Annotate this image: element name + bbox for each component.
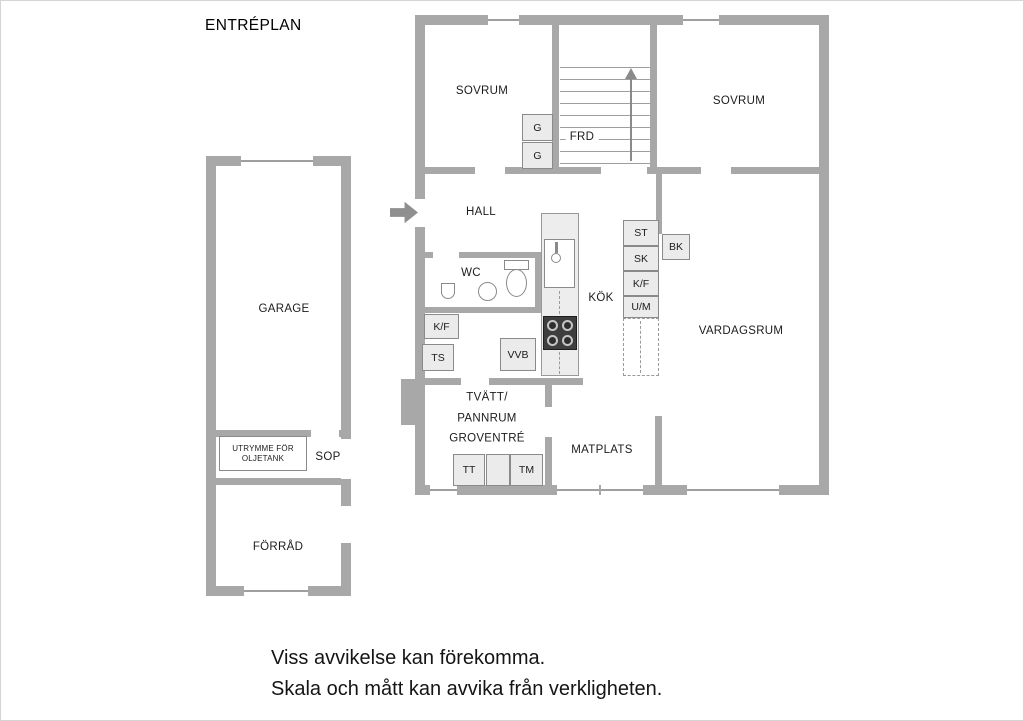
wall	[655, 416, 662, 495]
fixture-kf-hall: K/F	[424, 314, 459, 339]
stove-icon	[543, 316, 577, 350]
counter-dash	[559, 291, 560, 314]
door-opening	[545, 407, 552, 437]
window	[687, 485, 779, 495]
counter-dash	[640, 321, 641, 373]
oljetank-line1: UTRYMME FÖR	[232, 443, 294, 453]
fixture-ts: TS	[422, 344, 454, 371]
fixture-bk: BK	[662, 234, 690, 260]
room-label-wc: WC	[461, 267, 481, 279]
door-opening	[341, 439, 351, 479]
faucet-icon	[551, 253, 561, 263]
disclaimer-line2: Skala och mått kan avvika från verklighe…	[271, 678, 663, 700]
fixture-vvb: VVB	[500, 338, 536, 371]
room-label-sovrum-right: SOVRUM	[712, 95, 766, 107]
room-label-forrad: FÖRRÅD	[252, 541, 304, 553]
stair-up-arrow-icon	[625, 68, 637, 79]
door-opening	[601, 167, 647, 174]
tvatt-line3: GROVENTRÉ	[449, 432, 525, 445]
room-label-tvatt: TVÄTT/ PANNRUM GROVENTRÉ	[449, 387, 525, 449]
fixture-um: U/M	[623, 296, 659, 318]
wall	[425, 252, 541, 258]
kitchen-sink	[544, 239, 575, 288]
fixture-tt: TT	[453, 454, 485, 486]
fixture-plain	[486, 454, 510, 486]
kitchen-counter	[541, 213, 579, 376]
window	[430, 485, 457, 495]
stove-burner-icon	[562, 335, 573, 346]
entrance-arrow-icon	[390, 201, 418, 224]
fixture-oljetank: UTRYMME FÖR OLJETANK	[219, 436, 307, 471]
wall	[552, 15, 559, 174]
stove-burner-icon	[562, 320, 573, 331]
door-opening	[461, 378, 489, 385]
faucet-stem	[555, 242, 558, 253]
wall	[341, 156, 351, 596]
disclaimer: Viss avvikelse kan förekomma. Skala och …	[271, 643, 662, 705]
room-label-frd: FRD	[565, 130, 599, 144]
door-opening	[415, 199, 425, 227]
wall	[415, 15, 425, 495]
plan-title: ENTRÉPLAN	[205, 17, 302, 34]
room-label-hall: HALL	[466, 206, 496, 218]
wall	[535, 252, 541, 313]
wall	[415, 15, 829, 25]
counter-dashed-area	[623, 318, 659, 376]
window	[601, 485, 643, 495]
room-label-sop: SOP	[315, 451, 341, 463]
wall	[656, 167, 662, 234]
tvatt-line1: TVÄTT/	[466, 391, 508, 404]
door-opening	[475, 167, 505, 174]
stove-burner-icon	[547, 335, 558, 346]
door-opening	[433, 252, 459, 258]
wall	[819, 15, 829, 495]
toilet-icon	[506, 269, 527, 297]
room-label-matplats: MATPLATS	[571, 444, 633, 456]
wall	[206, 478, 351, 485]
washbasin-icon	[441, 283, 455, 299]
wall	[650, 15, 657, 174]
fixture-g-lower: G	[522, 142, 553, 169]
fixture-sk: SK	[623, 246, 659, 271]
door-opening	[341, 506, 351, 543]
stove-burner-icon	[547, 320, 558, 331]
wall	[401, 379, 417, 425]
wall	[425, 307, 541, 313]
door-opening	[701, 167, 731, 174]
room-label-kok: KÖK	[588, 292, 614, 304]
window	[488, 15, 519, 25]
window	[244, 586, 308, 596]
fixture-st: ST	[623, 220, 659, 246]
tvatt-line2: PANNRUM	[457, 411, 517, 424]
fixture-g-upper: G	[522, 114, 553, 141]
room-label-garage: GARAGE	[258, 303, 310, 315]
staircase	[560, 67, 650, 167]
room-label-sovrum-left: SOVRUM	[455, 85, 509, 97]
wall	[206, 430, 351, 437]
fixture-kf-kitchen: K/F	[623, 271, 659, 296]
window	[557, 485, 599, 495]
sink-icon	[478, 282, 497, 301]
door-opening	[311, 430, 339, 437]
stair-direction-line	[630, 79, 632, 161]
window	[241, 156, 313, 166]
oljetank-line2: OLJETANK	[241, 453, 285, 463]
window	[683, 15, 719, 25]
disclaimer-line1: Viss avvikelse kan förekomma.	[271, 647, 546, 669]
fixture-tm: TM	[510, 454, 543, 486]
room-label-vardagsrum: VARDAGSRUM	[698, 325, 784, 337]
wall	[206, 156, 216, 596]
wall	[425, 378, 583, 385]
counter-dash	[559, 352, 560, 374]
